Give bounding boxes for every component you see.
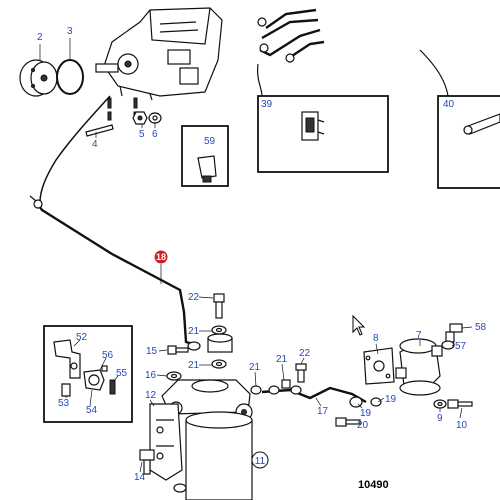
callout-10[interactable]: 10: [456, 420, 468, 431]
washer-16[interactable]: [166, 371, 182, 381]
feed-pump-7[interactable]: [395, 338, 443, 396]
inset-box-59[interactable]: [181, 125, 229, 187]
callout-40[interactable]: 40: [443, 99, 455, 110]
callout-19-left[interactable]: 19: [360, 408, 372, 419]
callout-labels: 2 3 4 5 6 59 39 40 18 22 21 21 15 16 12 …: [37, 26, 487, 491]
leader-lines: [39, 38, 473, 473]
bolt-15[interactable]: [167, 345, 189, 355]
fuel-filter-housing[interactable]: [161, 379, 253, 421]
inset-box-40[interactable]: [437, 95, 500, 189]
banjo-fitting[interactable]: [207, 333, 233, 353]
filter-bracket-12[interactable]: [149, 403, 183, 481]
sealing-washer-21-lower[interactable]: [211, 359, 227, 369]
callout-22-right[interactable]: 22: [299, 348, 311, 359]
drive-coupling-part[interactable]: [19, 59, 58, 97]
callout-17[interactable]: 17: [317, 406, 329, 417]
o-ring-part[interactable]: [56, 59, 84, 95]
callout-6[interactable]: 6: [152, 129, 158, 140]
callout-59[interactable]: 59: [204, 136, 216, 147]
callout-21-lower[interactable]: 21: [188, 360, 200, 371]
fuel-filter-cartridge-11[interactable]: [185, 411, 253, 500]
callout-18-marker[interactable]: [154, 250, 168, 264]
callout-5[interactable]: 5: [139, 129, 145, 140]
callout-7[interactable]: 7: [416, 330, 422, 341]
inset-box-52[interactable]: [43, 325, 133, 423]
callout-53[interactable]: 53: [58, 398, 70, 409]
callout-11[interactable]: 11: [255, 456, 266, 467]
callout-8[interactable]: 8: [373, 333, 379, 344]
washer-9[interactable]: [433, 399, 447, 409]
banjo-bolt-22[interactable]: [213, 293, 225, 319]
nut-part[interactable]: [132, 111, 148, 125]
callout-39[interactable]: 39: [261, 99, 273, 110]
fuel-pipe-18[interactable]: [29, 195, 201, 351]
callout-3[interactable]: 3: [67, 26, 73, 37]
callout-4[interactable]: 4: [92, 139, 98, 150]
bolt-14[interactable]: [139, 449, 187, 493]
callout-15[interactable]: 15: [146, 346, 158, 357]
callout-55[interactable]: 55: [116, 368, 128, 379]
callout-21-upper[interactable]: 21: [188, 326, 200, 337]
callout-21-right-a[interactable]: 21: [249, 362, 261, 373]
mouse-cursor: [352, 314, 366, 336]
callout-11-ring[interactable]: [251, 451, 269, 469]
washer-57[interactable]: [441, 340, 455, 350]
callout-16[interactable]: 16: [145, 370, 157, 381]
bolt-20[interactable]: [335, 417, 361, 427]
leak-off-line[interactable]: [39, 95, 111, 203]
callout-18[interactable]: 18: [156, 252, 166, 262]
callout-14[interactable]: 14: [134, 472, 146, 483]
callout-20[interactable]: 20: [357, 420, 369, 431]
callout-52[interactable]: 52: [76, 332, 88, 343]
callout-21-right-b[interactable]: 21: [276, 354, 288, 365]
fuel-line-17[interactable]: [261, 379, 382, 408]
nipple-58[interactable]: [445, 323, 463, 343]
callout-54[interactable]: 54: [86, 405, 98, 416]
injection-pump[interactable]: [95, 7, 223, 121]
injection-pipes[interactable]: [257, 8, 325, 63]
gasket-8[interactable]: [363, 347, 395, 385]
washer-part[interactable]: [148, 112, 162, 124]
callout-56[interactable]: 56: [102, 350, 114, 361]
callout-22-upper[interactable]: 22: [188, 292, 200, 303]
drawing-number: 10490: [358, 479, 389, 491]
callout-57[interactable]: 57: [455, 341, 467, 352]
callout-19-right[interactable]: 19: [385, 394, 397, 405]
sealing-washer-21[interactable]: [211, 325, 227, 335]
callout-2[interactable]: 2: [37, 32, 43, 43]
callout-58[interactable]: 58: [475, 322, 487, 333]
inset-box-39[interactable]: [257, 95, 389, 173]
bolt-10[interactable]: [447, 399, 473, 409]
stud-part[interactable]: [85, 124, 114, 137]
callout-12[interactable]: 12: [145, 390, 157, 401]
callout-9[interactable]: 9: [437, 413, 443, 424]
